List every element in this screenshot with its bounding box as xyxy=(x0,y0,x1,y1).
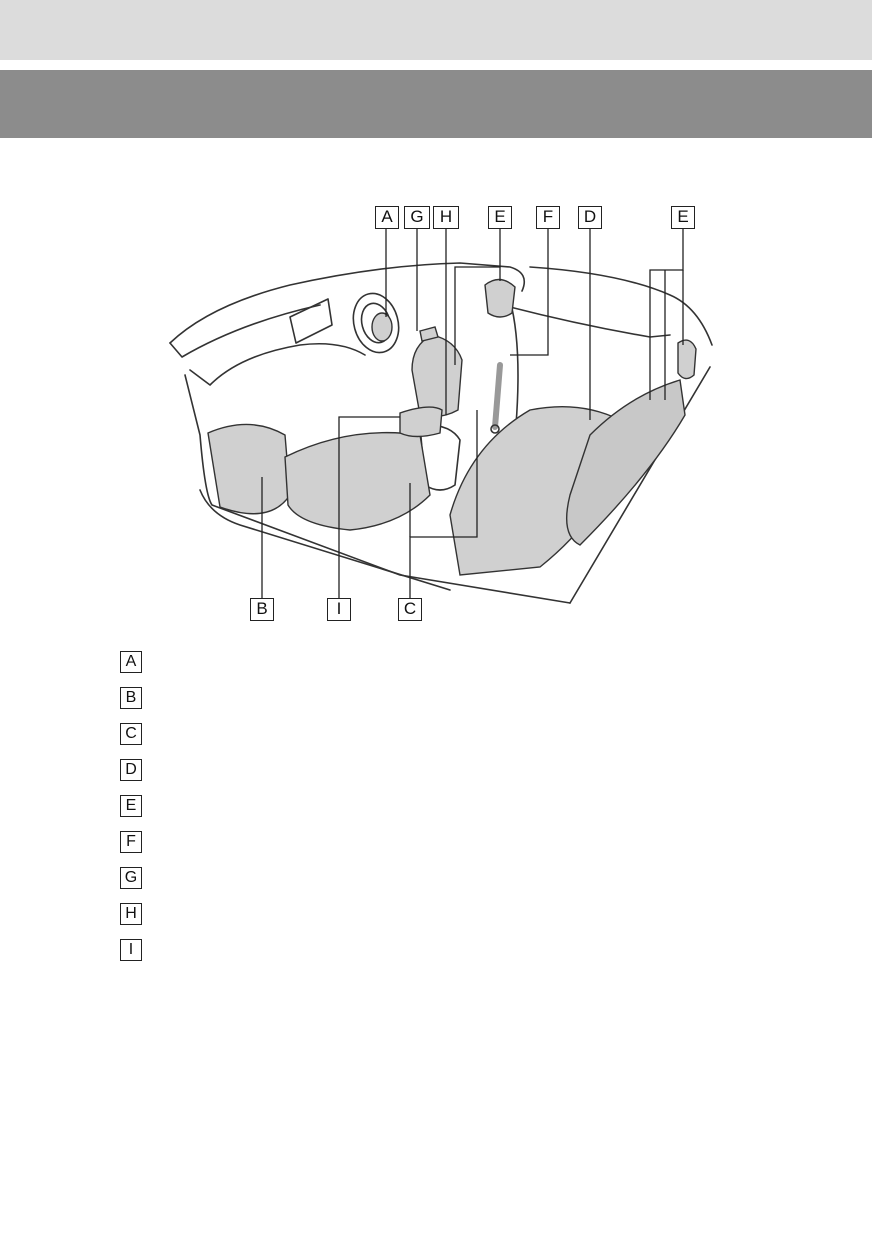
callout-d: D xyxy=(578,206,602,229)
legend-key: H xyxy=(120,903,142,925)
callout-b: B xyxy=(250,598,274,621)
callout-a: A xyxy=(375,206,399,229)
callout-g: G xyxy=(404,206,430,229)
vehicle-interior-illustration xyxy=(169,229,713,604)
callout-h: H xyxy=(433,206,459,229)
legend-key: B xyxy=(120,687,142,709)
legend-item: D xyxy=(120,759,760,795)
legend-item: I xyxy=(120,939,760,975)
callout-e-rear: E xyxy=(671,206,695,229)
legend-key: A xyxy=(120,651,142,673)
legend: A B C D E F G H I xyxy=(120,651,760,975)
legend-key: D xyxy=(120,759,142,781)
header-band xyxy=(0,0,872,60)
callout-c: C xyxy=(398,598,422,621)
callout-f: F xyxy=(536,206,560,229)
legend-key: I xyxy=(120,939,142,961)
legend-key: G xyxy=(120,867,142,889)
callout-e-front: E xyxy=(488,206,512,229)
legend-key: E xyxy=(120,795,142,817)
section-title-bar xyxy=(0,70,872,138)
legend-key: C xyxy=(120,723,142,745)
legend-item: A xyxy=(120,651,760,687)
legend-item: H xyxy=(120,903,760,939)
legend-item: B xyxy=(120,687,760,723)
legend-key: F xyxy=(120,831,142,853)
legend-item: E xyxy=(120,795,760,831)
legend-item: G xyxy=(120,867,760,903)
legend-item: C xyxy=(120,723,760,759)
legend-item: F xyxy=(120,831,760,867)
callout-i: I xyxy=(327,598,351,621)
